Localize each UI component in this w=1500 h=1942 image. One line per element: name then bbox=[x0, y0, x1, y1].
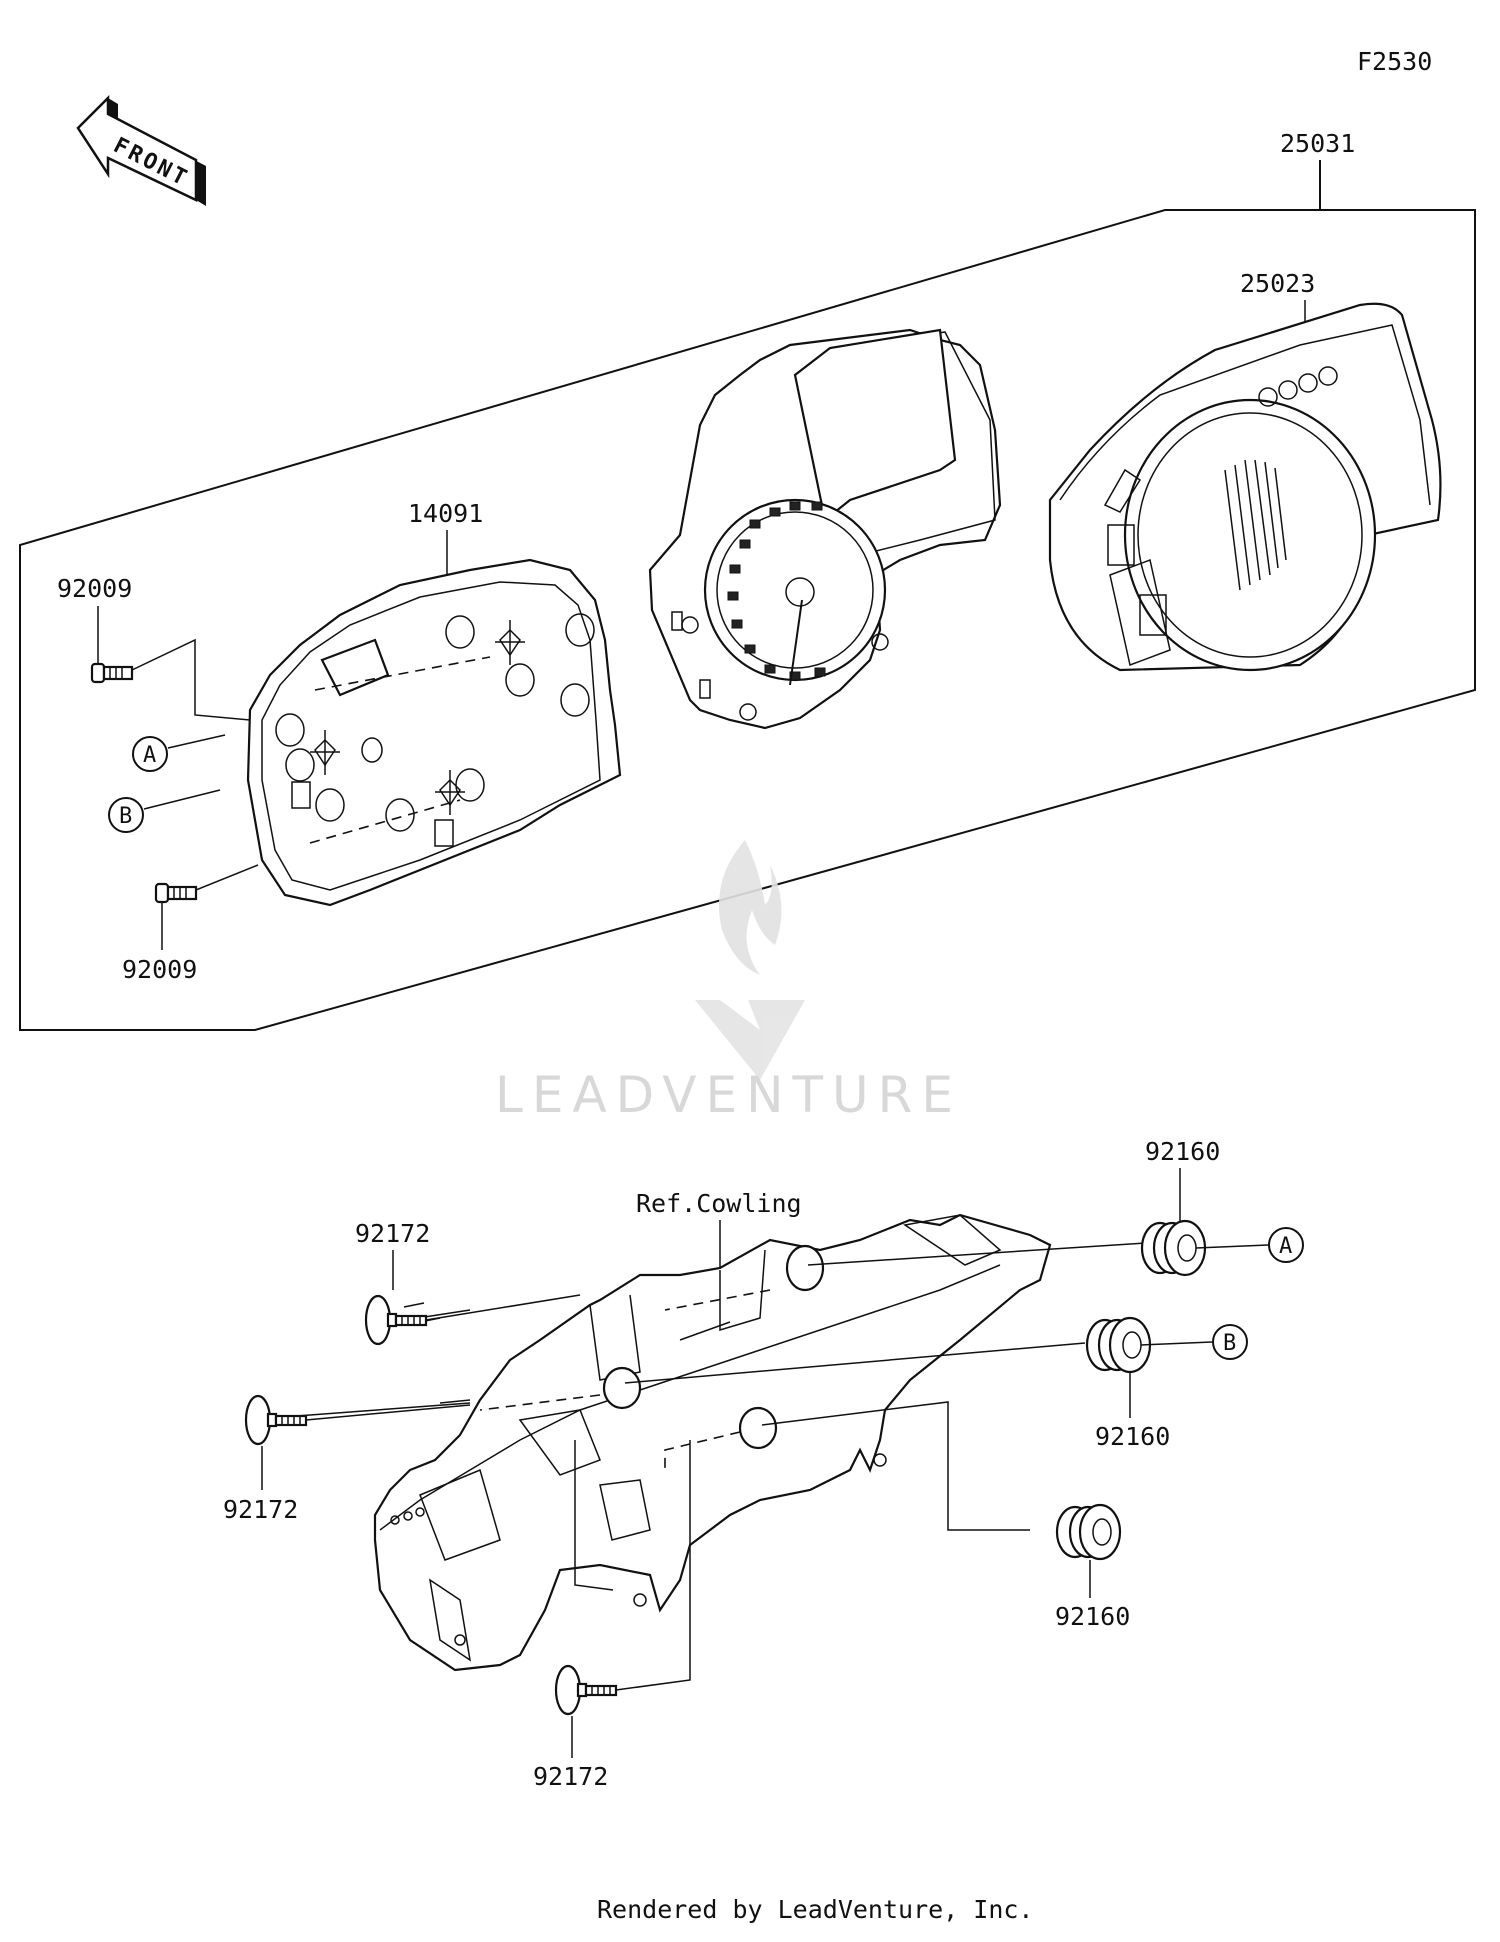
meter-cover-part bbox=[1048, 302, 1442, 672]
callout-a-lower bbox=[1268, 1227, 1304, 1263]
lower-case-part bbox=[246, 558, 622, 907]
diagram-code: F2530 bbox=[1357, 47, 1432, 76]
label-92172-lower: 92172 bbox=[533, 1762, 608, 1791]
callout-a-lower-label: A bbox=[1279, 1234, 1292, 1259]
screw-upper-part bbox=[90, 662, 134, 684]
bolt-upper-part bbox=[364, 1294, 428, 1346]
callout-b-lower-label: B bbox=[1223, 1331, 1236, 1356]
label-92160-b: 92160 bbox=[1095, 1422, 1170, 1451]
label-14091: 14091 bbox=[408, 499, 483, 528]
screw-lower-part bbox=[154, 882, 198, 904]
label-92160-c: 92160 bbox=[1055, 1602, 1130, 1631]
front-arrow-icon: FRONT bbox=[76, 94, 206, 206]
label-25023: 25023 bbox=[1240, 269, 1315, 298]
assembly-frame bbox=[19, 160, 1476, 1031]
bolt-lower-part bbox=[554, 1664, 618, 1716]
gauge-face-part bbox=[648, 328, 1002, 730]
bolt-mid-part bbox=[244, 1394, 308, 1446]
label-92172-upper: 92172 bbox=[355, 1219, 430, 1248]
label-92009-lower: 92009 bbox=[122, 955, 197, 984]
footer-credit: Rendered by LeadVenture, Inc. bbox=[597, 1895, 1034, 1924]
label-92172-mid: 92172 bbox=[223, 1495, 298, 1524]
watermark-logo bbox=[695, 840, 805, 1080]
callout-b-upper-label: B bbox=[119, 804, 132, 829]
callout-a-upper bbox=[132, 736, 168, 772]
label-25031: 25031 bbox=[1280, 129, 1355, 158]
watermark-text: LEADVENTURE bbox=[495, 1066, 962, 1124]
callout-b-lower bbox=[1212, 1324, 1248, 1360]
callout-b-upper bbox=[108, 797, 144, 833]
meter-bracket-part bbox=[373, 1213, 1052, 1672]
ref-cowling-label: Ref.Cowling bbox=[636, 1189, 802, 1218]
grommet-b-part bbox=[1085, 1316, 1152, 1374]
label-92160-a: 92160 bbox=[1145, 1137, 1220, 1166]
grommet-a-part bbox=[1140, 1219, 1207, 1277]
callout-a-upper-label: A bbox=[143, 743, 156, 768]
grommet-c-part bbox=[1055, 1503, 1122, 1561]
label-92009-upper: 92009 bbox=[57, 574, 132, 603]
